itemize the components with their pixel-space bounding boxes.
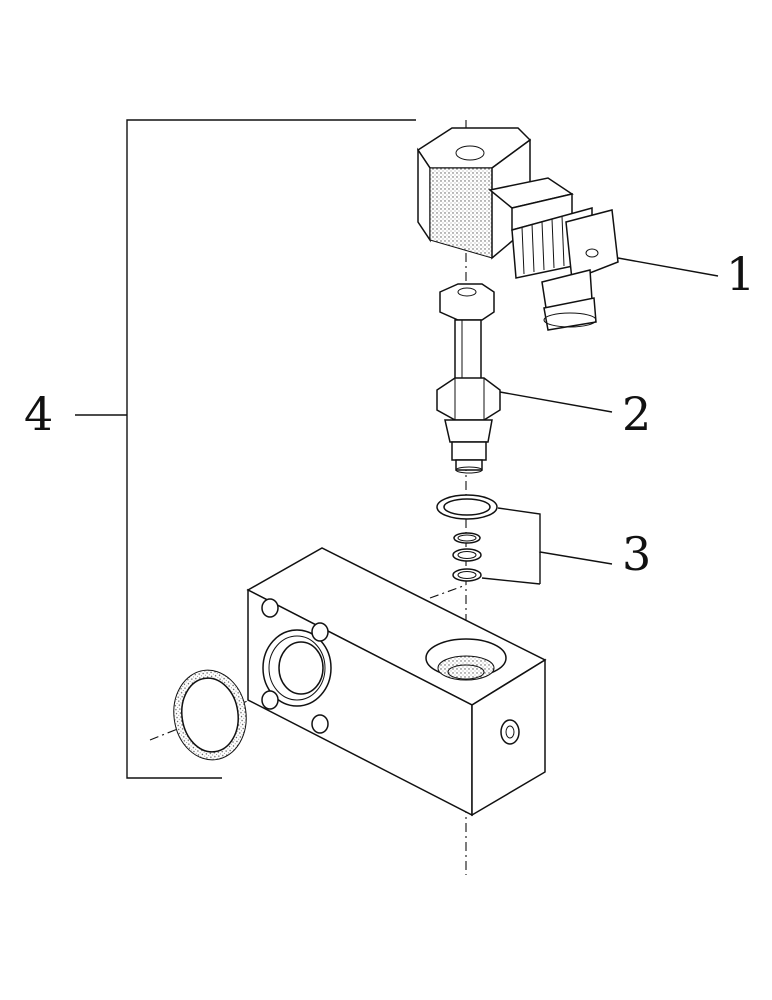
- solenoid-coil: [416, 127, 619, 331]
- assembly-bracket: [75, 119, 416, 779]
- cartridge-valve: [436, 283, 501, 474]
- callout-4: 4: [24, 387, 53, 441]
- callout-label-1: 1: [726, 247, 755, 301]
- side-gasket: [173, 669, 247, 761]
- callout-label-2: 2: [622, 387, 651, 441]
- callout-3: 3: [481, 507, 651, 585]
- seal-kit: [436, 494, 498, 582]
- callout-label-3: 3: [622, 527, 651, 581]
- callout-1: 1: [617, 247, 755, 301]
- callout-2: 2: [499, 387, 651, 441]
- valve-block: [246, 547, 547, 817]
- callout-label-4: 4: [24, 387, 53, 441]
- block-axis: [429, 584, 467, 599]
